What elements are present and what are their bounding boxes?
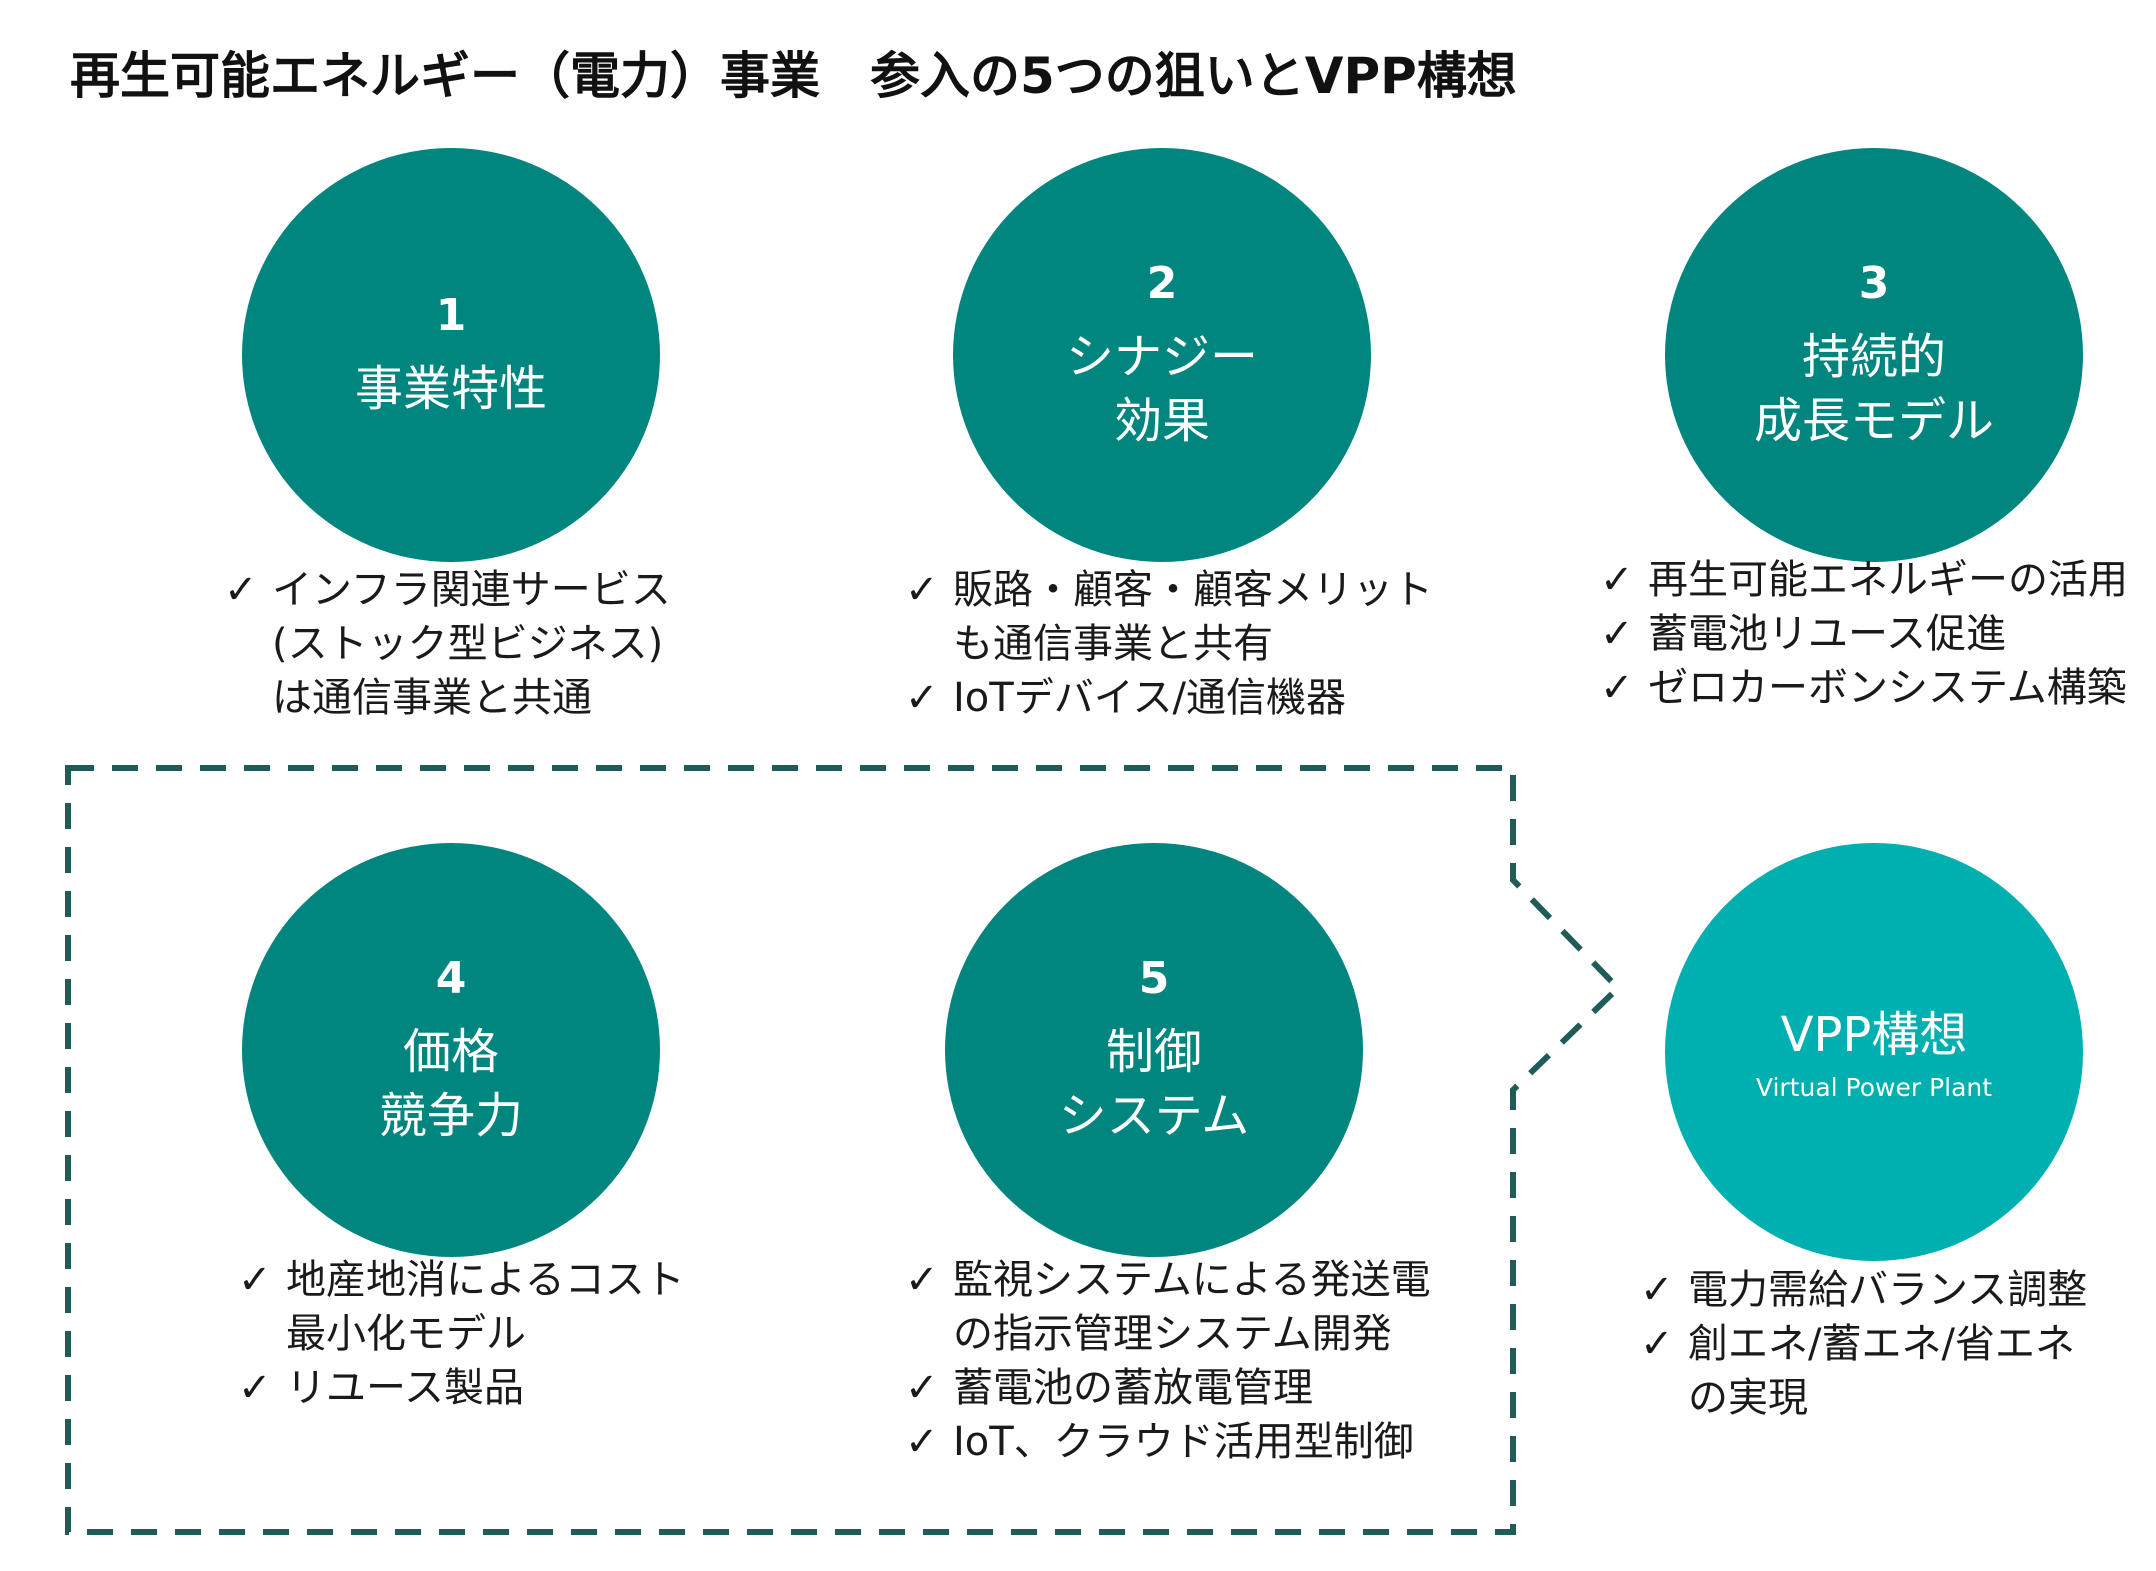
bullet-item: ✓ リユース製品 <box>238 1361 685 1415</box>
check-icon: ✓ <box>1600 557 1634 603</box>
bullet-item: ✓ 再生可能エネルギーの活用 <box>1600 553 2128 607</box>
aim-label-line: 競争力 <box>378 1087 523 1144</box>
check-icon: ✓ <box>1640 1321 1674 1367</box>
bullet-item: ✓ 蓄電池リユース促進 <box>1600 607 2128 661</box>
bullet-line: (ストック型ビジネス) <box>272 621 664 667</box>
aim-label-line: 事業特性 <box>354 360 547 417</box>
bullet-line: の指示管理システム開発 <box>953 1311 1392 1357</box>
vpp-label: VPP構想 <box>1780 1006 1968 1063</box>
aim-number: 4 <box>435 952 467 1004</box>
aim-number: 1 <box>435 289 467 341</box>
aim-label-line: シナジー <box>1065 328 1258 385</box>
vpp-subtitle: Virtual Power Plant <box>1755 1072 1993 1102</box>
vpp-bullets: ✓ 電力需給バランス調整 ✓ 創エネ/蓄エネ/省エネ の実現 <box>1640 1263 2087 1425</box>
aim-circle-4: 4 価格 競争力 <box>242 843 660 1257</box>
check-icon: ✓ <box>905 1419 939 1465</box>
check-icon: ✓ <box>1640 1267 1674 1313</box>
aim-label-line: 持続的 <box>1801 328 1946 385</box>
bullet-item: ✓ 地産地消によるコスト 最小化モデル <box>238 1253 685 1361</box>
aim-label: 制御 システム <box>1059 1020 1250 1148</box>
bullet-item: ✓ 販路・顧客・顧客メリット も通信事業と共有 <box>905 563 1433 671</box>
page-title: 再生可能エネルギー（電力）事業 参入の5つの狙いとVPP構想 <box>70 47 1517 105</box>
aim-label-line: 効果 <box>1113 392 1210 449</box>
bullet-line: 監視システムによる発送電 <box>953 1257 1431 1303</box>
bullet-item: ✓ インフラ関連サービス (ストック型ビジネス) は通信事業と共通 <box>224 563 671 725</box>
aim-label: 事業特性 <box>355 357 547 421</box>
bullet-item: ✓ ゼロカーボンシステム構築 <box>1600 661 2128 715</box>
check-icon: ✓ <box>905 1365 939 1411</box>
bullet-line: IoT、クラウド活用型制御 <box>953 1419 1414 1465</box>
bullet-item: ✓ 電力需給バランス調整 <box>1640 1263 2087 1317</box>
aim-label-line: 成長モデル <box>1753 392 1994 449</box>
bullet-line: 再生可能エネルギーの活用 <box>1648 557 2128 603</box>
aim-circle-1: 1 事業特性 <box>242 148 660 562</box>
aim-label-line: 価格 <box>402 1023 499 1080</box>
bullet-item: ✓ IoT、クラウド活用型制御 <box>905 1415 1431 1469</box>
aim-label-line: システム <box>1058 1087 1250 1144</box>
aim-2-bullets: ✓ 販路・顧客・顧客メリット も通信事業と共有 ✓ IoTデバイス/通信機器 <box>905 563 1433 725</box>
bullet-line: リユース製品 <box>286 1365 524 1411</box>
check-icon: ✓ <box>238 1365 272 1411</box>
bullet-item: ✓ 創エネ/蓄エネ/省エネ の実現 <box>1640 1317 2087 1425</box>
aim-circle-5: 5 制御 システム <box>945 843 1363 1257</box>
check-icon: ✓ <box>224 567 258 613</box>
aim-circle-3: 3 持続的 成長モデル <box>1665 148 2083 562</box>
aim-label: 持続的 成長モデル <box>1754 325 1994 453</box>
dashed-arrow-border <box>65 765 1623 1535</box>
aim-circle-2: 2 シナジー 効果 <box>953 148 1371 562</box>
aim-4-bullets: ✓ 地産地消によるコスト 最小化モデル ✓ リユース製品 <box>238 1253 685 1415</box>
bullet-item: ✓ IoTデバイス/通信機器 <box>905 671 1433 725</box>
bullet-line: IoTデバイス/通信機器 <box>953 675 1346 721</box>
bullet-item: ✓ 監視システムによる発送電 の指示管理システム開発 <box>905 1253 1431 1361</box>
vpp-circle: VPP構想 Virtual Power Plant <box>1665 843 2083 1261</box>
bullet-line: 地産地消によるコスト <box>286 1257 685 1303</box>
check-icon: ✓ <box>905 567 939 613</box>
aim-label: シナジー 効果 <box>1066 325 1258 453</box>
bullet-line: 創エネ/蓄エネ/省エネ <box>1688 1321 2075 1367</box>
bullet-line: ゼロカーボンシステム構築 <box>1648 665 2127 711</box>
bullet-line: 蓄電池の蓄放電管理 <box>953 1365 1313 1411</box>
bullet-line: 蓄電池リユース促進 <box>1648 611 2006 657</box>
aim-number: 2 <box>1146 257 1178 309</box>
check-icon: ✓ <box>1600 611 1634 657</box>
bullet-line: は通信事業と共通 <box>272 675 592 721</box>
check-icon: ✓ <box>905 675 939 721</box>
bullet-line: インフラ関連サービス <box>272 567 671 613</box>
bullet-line: の実現 <box>1688 1375 1808 1421</box>
aim-number: 5 <box>1138 952 1170 1004</box>
aim-number: 3 <box>1858 257 1890 309</box>
bullet-item: ✓ 蓄電池の蓄放電管理 <box>905 1361 1431 1415</box>
aim-3-bullets: ✓ 再生可能エネルギーの活用 ✓ 蓄電池リユース促進 ✓ ゼロカーボンシステム構… <box>1600 553 2128 715</box>
bullet-line: 最小化モデル <box>286 1311 526 1357</box>
bullet-line: 電力需給バランス調整 <box>1688 1267 2088 1313</box>
bullet-line: 販路・顧客・顧客メリット <box>953 567 1433 613</box>
aim-label: 価格 競争力 <box>379 1020 523 1148</box>
check-icon: ✓ <box>238 1257 272 1303</box>
check-icon: ✓ <box>1600 665 1634 711</box>
bullet-line: も通信事業と共有 <box>953 621 1273 667</box>
aim-5-bullets: ✓ 監視システムによる発送電 の指示管理システム開発 ✓ 蓄電池の蓄放電管理 ✓… <box>905 1253 1431 1469</box>
check-icon: ✓ <box>905 1257 939 1303</box>
aim-1-bullets: ✓ インフラ関連サービス (ストック型ビジネス) は通信事業と共通 <box>224 563 671 725</box>
aim-label-line: 制御 <box>1105 1023 1202 1080</box>
